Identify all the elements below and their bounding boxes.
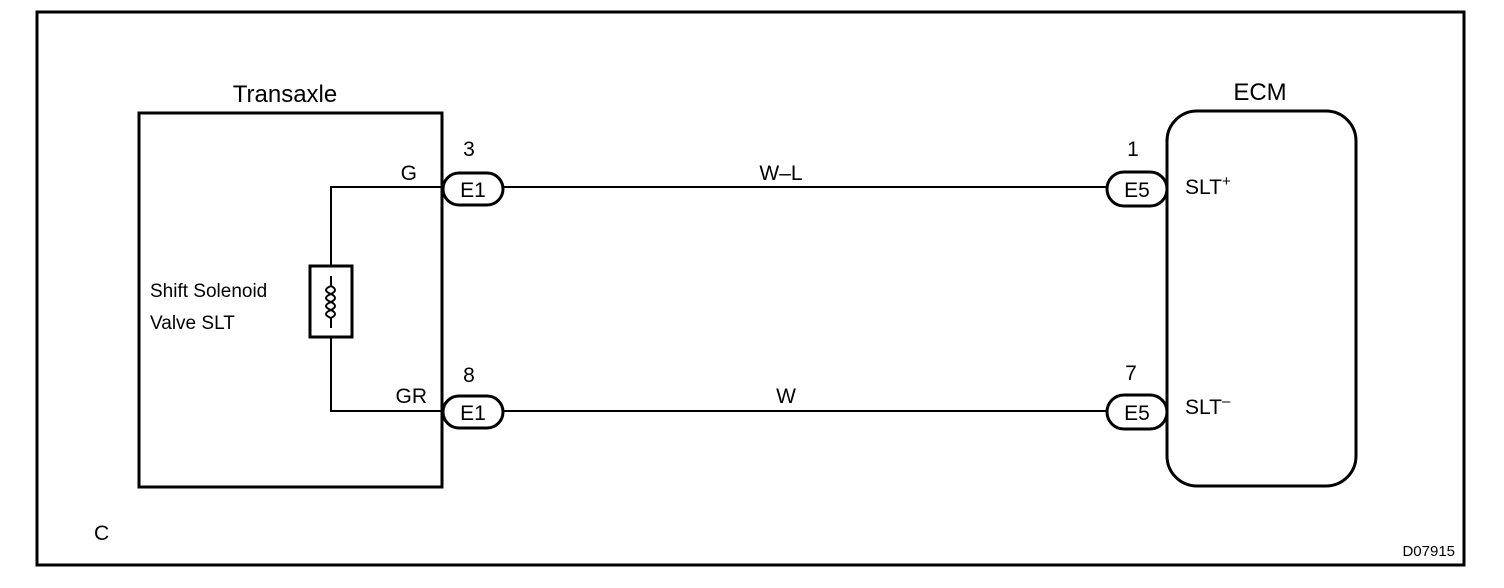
- connector-e5-top: E5: [1105, 170, 1169, 208]
- connector-e1-bottom: E1: [441, 394, 505, 430]
- wire-label-gr: GR: [396, 385, 428, 408]
- internal-wire-top: [330, 186, 443, 266]
- pin-number-3: 3: [463, 138, 475, 161]
- solenoid-coil-icon: [308, 264, 354, 339]
- wire-wl-label: W–L: [759, 162, 802, 185]
- ecm-pin-slt-plus-base: SLT: [1185, 176, 1222, 199]
- ecm-box: [1165, 109, 1358, 488]
- diagram-frame: [35, 10, 1466, 567]
- solenoid-label-line1: Shift Solenoid: [150, 281, 267, 302]
- ecm-pin-slt-plus-sup: +: [1222, 173, 1231, 190]
- svg-text:E1: E1: [460, 179, 486, 202]
- svg-text:E1: E1: [460, 402, 486, 425]
- ecm-pin-slt-plus: SLT+: [1185, 173, 1231, 199]
- solenoid-label-line2: Valve SLT: [150, 313, 235, 334]
- ecm-pin-slt-minus-base: SLT: [1185, 396, 1222, 419]
- footer-code: D07915: [1402, 543, 1455, 560]
- ecm-pin-slt-minus-sup: –: [1222, 393, 1231, 410]
- wire-label-g: G: [401, 162, 417, 185]
- transaxle-box: [137, 111, 444, 489]
- footer-letter: C: [94, 522, 109, 545]
- pin-number-1: 1: [1127, 138, 1139, 161]
- connector-e1-top: E1: [441, 171, 505, 207]
- ecm-pin-slt-minus: SLT–: [1185, 393, 1231, 419]
- ecm-title: ECM: [1233, 79, 1286, 106]
- pin-number-7: 7: [1125, 362, 1137, 385]
- internal-wire-bottom: [330, 337, 443, 412]
- wire-w-label: W: [776, 385, 796, 408]
- transaxle-title: Transaxle: [233, 81, 337, 108]
- svg-text:E5: E5: [1124, 402, 1150, 425]
- connector-e5-bottom: E5: [1105, 393, 1169, 431]
- svg-text:E5: E5: [1124, 179, 1150, 202]
- pin-number-8: 8: [463, 364, 475, 387]
